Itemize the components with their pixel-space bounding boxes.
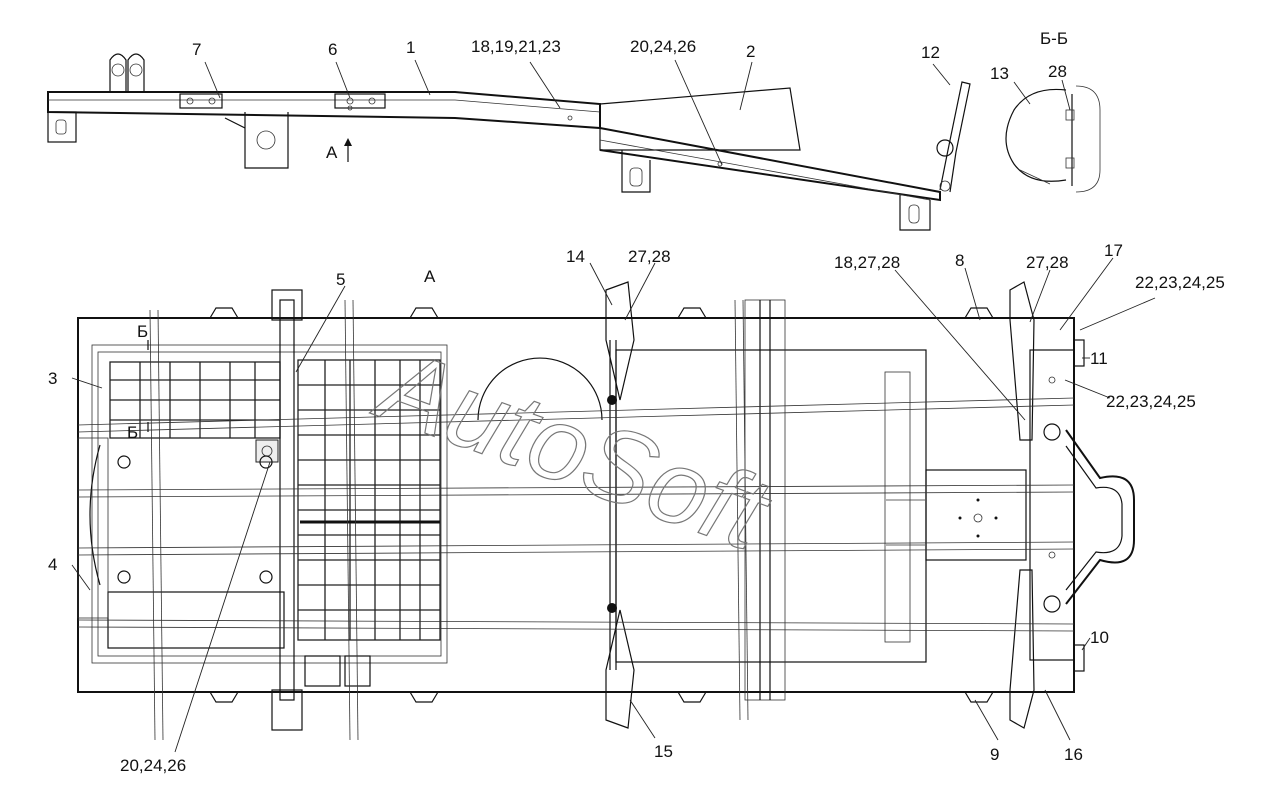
callout-22-23-24-25-b: 22,23,24,25 bbox=[1106, 392, 1196, 411]
callout-5: 5 bbox=[336, 270, 345, 289]
callout-4: 4 bbox=[48, 555, 57, 574]
section-marks: Б Б Б-Б bbox=[127, 29, 1068, 442]
section-b-b bbox=[1005, 85, 1101, 193]
callout-15: 15 bbox=[654, 742, 673, 761]
callout-22-23-24-25-a: 22,23,24,25 bbox=[1135, 273, 1225, 292]
callout-7: 7 bbox=[192, 40, 201, 59]
callout-13: 13 bbox=[990, 64, 1009, 83]
callout-18-27-28: 18,27,28 bbox=[834, 253, 900, 272]
callout-9: 9 bbox=[990, 745, 999, 764]
callout-20-24-26-top: 20,24,26 bbox=[630, 37, 696, 56]
side-view bbox=[47, 53, 971, 231]
view-a-label-plan: А bbox=[424, 267, 436, 286]
callout-12: 12 bbox=[921, 43, 940, 62]
view-a-marker: А А bbox=[326, 138, 436, 286]
callout-27-28-b: 27,28 bbox=[1026, 253, 1069, 272]
callout-20-24-26-bottom: 20,24,26 bbox=[120, 756, 186, 775]
callout-labels: 7 6 1 18,19,21,23 20,24,26 2 12 13 28 5 … bbox=[48, 37, 1225, 775]
callout-14: 14 bbox=[566, 247, 585, 266]
view-a-label-side: А bbox=[326, 143, 338, 162]
callout-6: 6 bbox=[328, 40, 337, 59]
callout-17: 17 bbox=[1104, 241, 1123, 260]
watermark: AutoSoft bbox=[360, 325, 785, 575]
callout-3: 3 bbox=[48, 369, 57, 388]
leader-lines bbox=[71, 59, 1156, 753]
plan-view bbox=[77, 281, 1135, 741]
callout-11: 11 bbox=[1090, 349, 1108, 368]
section-title: Б-Б bbox=[1040, 29, 1068, 48]
svg-text:AutoSoft: AutoSoft bbox=[361, 325, 785, 574]
callout-18-19-21-23: 18,19,21,23 bbox=[471, 37, 561, 56]
callout-10: 10 bbox=[1090, 628, 1109, 647]
callout-8: 8 bbox=[955, 251, 964, 270]
callout-2: 2 bbox=[746, 42, 755, 61]
section-mark-top: Б bbox=[137, 322, 148, 341]
callout-28: 28 bbox=[1048, 62, 1067, 81]
callout-1: 1 bbox=[406, 38, 415, 57]
section-mark-bottom: Б bbox=[127, 423, 138, 442]
callout-27-28-a: 27,28 bbox=[628, 247, 671, 266]
callout-16: 16 bbox=[1064, 745, 1083, 764]
